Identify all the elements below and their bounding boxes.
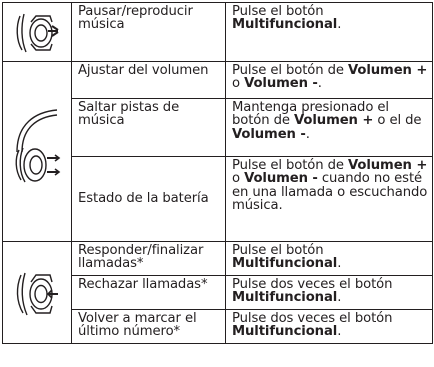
button-name: Volumen - xyxy=(244,76,318,92)
action-cell: Pulse el botón de Volumen + o Volumen - … xyxy=(225,156,433,242)
function-cell: Saltar pistas de música xyxy=(71,98,226,157)
action-cell: Pulse el botón Multifuncional. xyxy=(225,241,433,276)
table-row: Responder/finalizar llamadas* Pulse el b… xyxy=(2,241,433,344)
button-name: Volumen + xyxy=(294,113,374,129)
action-cell: Pulse el botón de Volumen + o Volumen -. xyxy=(225,61,433,99)
function-cell: Ajustar del volumen xyxy=(71,61,226,99)
function-cell: Estado de la batería xyxy=(71,156,226,242)
table-row: Saltar pistas de música Mantenga presion… xyxy=(3,98,433,157)
action-cell: Pulse dos veces el botón Multifuncional. xyxy=(225,275,433,310)
function-cell: Pausar/reproducir música xyxy=(71,2,226,62)
button-name: Volumen - xyxy=(232,126,306,142)
button-name: Multifuncional xyxy=(232,256,338,272)
button-name: Volumen + xyxy=(348,158,428,173)
button-name: Multifuncional xyxy=(232,324,338,340)
function-cell: Responder/finalizar llamadas* xyxy=(71,241,226,276)
function-cell: Volver a marcar el último número* xyxy=(71,309,226,344)
headphone-side-icon xyxy=(3,106,71,198)
controls-table: Pausar/reproducir música Pulse el botón … xyxy=(2,2,433,344)
function-cell: Rechazar llamadas* xyxy=(71,275,226,310)
headphone-earcup-icon xyxy=(3,8,71,56)
table-row: Estado de la batería Pulse el botón de V… xyxy=(3,156,433,242)
earcup-illustration-cell xyxy=(2,2,72,62)
table-row: Rechazar llamadas* Pulse dos veces el bo… xyxy=(3,275,433,310)
button-name: Volumen + xyxy=(348,63,428,78)
side-illustration-cell xyxy=(2,61,72,242)
table-row: Pausar/reproducir música Pulse el botón … xyxy=(2,2,433,62)
button-name: Volumen - xyxy=(244,171,318,187)
table-row: Ajustar del volumen Pulse el botón de Vo… xyxy=(2,61,433,242)
action-cell: Mantenga presionado el botón de Volumen … xyxy=(225,98,433,157)
button-name: Multifuncional xyxy=(232,290,338,306)
table-row: Volver a marcar el último número* Pulse … xyxy=(3,309,433,344)
action-cell: Pulse el botón Multifuncional. xyxy=(225,2,433,62)
button-name: Multifuncional xyxy=(232,17,338,33)
headphone-earcup-icon xyxy=(3,265,71,321)
action-cell: Pulse dos veces el botón Multifuncional. xyxy=(225,309,433,344)
earcup-illustration-cell xyxy=(2,241,72,344)
